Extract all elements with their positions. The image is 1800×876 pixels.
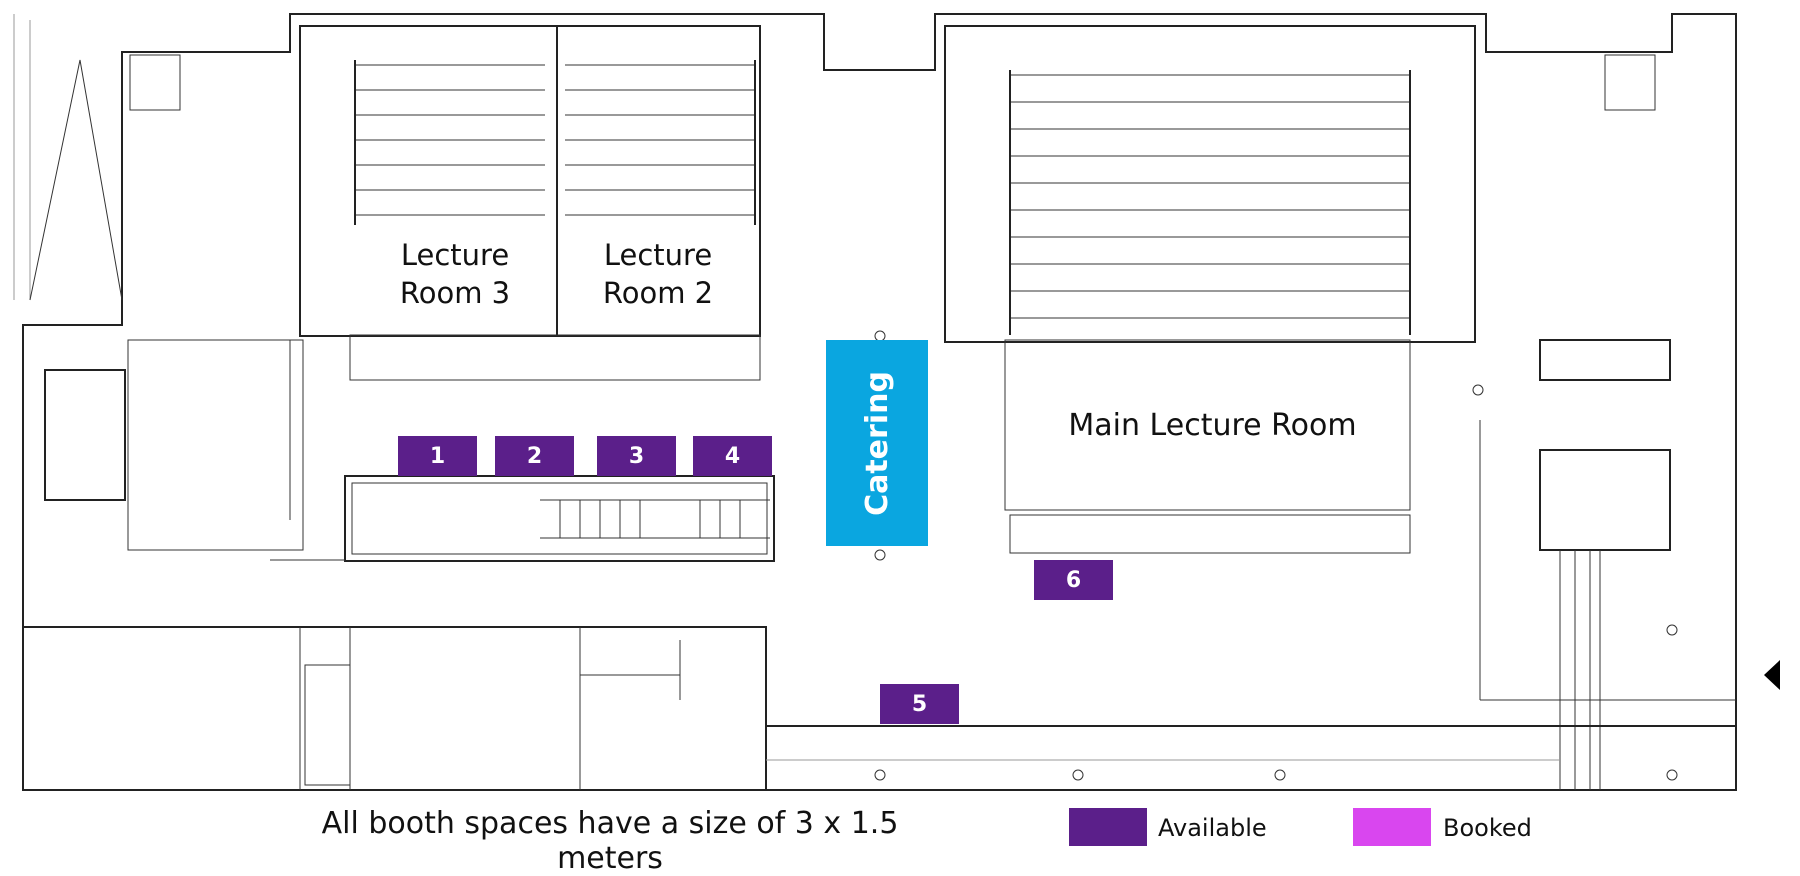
main-lecture-room-label: Main Lecture Room: [1068, 408, 1357, 443]
booth-3[interactable]: 3: [597, 436, 676, 476]
booth-2[interactable]: 2: [495, 436, 574, 476]
booth-size-note: All booth spaces have a size of 3 x 1.5 …: [321, 806, 899, 876]
floor-plan: [13, 13, 1780, 791]
legend-booked-label: Booked: [1443, 814, 1532, 842]
booth-6[interactable]: 6: [1034, 560, 1113, 600]
catering-area: Catering: [826, 340, 928, 546]
booth-1[interactable]: 1: [398, 436, 477, 476]
seating-rows-lr: [354, 60, 756, 225]
legend-available-label: Available: [1158, 814, 1267, 842]
entrance-arrow-icon: [1764, 660, 1780, 690]
legend-booked-swatch: [1353, 808, 1431, 846]
booth-4[interactable]: 4: [693, 436, 772, 476]
lecture-room-3-label: Lecture Room 3: [399, 238, 511, 310]
lecture-room-2-label: Lecture Room 2: [602, 238, 714, 310]
booth-5[interactable]: 5: [880, 684, 959, 724]
legend-available-swatch: [1069, 808, 1147, 846]
